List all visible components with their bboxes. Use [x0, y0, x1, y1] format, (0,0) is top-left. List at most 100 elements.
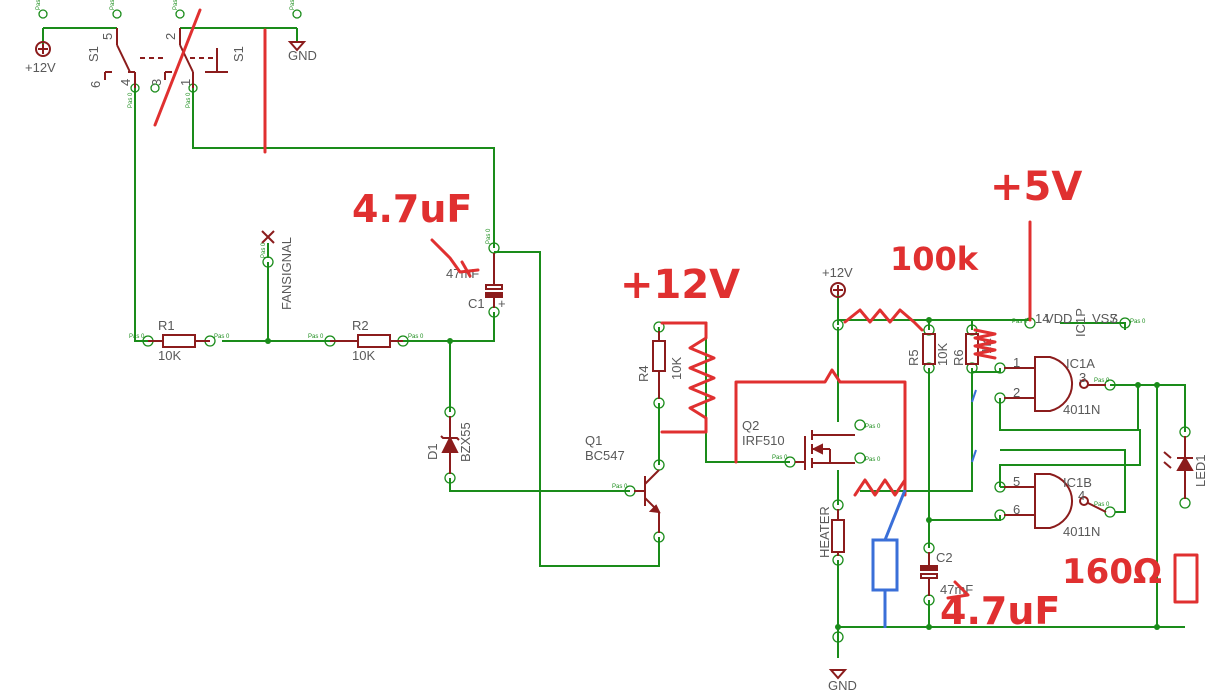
- pad-label: Pas 0: [290, 0, 296, 10]
- ic1a-pin-2: 2: [1013, 385, 1020, 400]
- ic1p-vss: VSS: [1092, 311, 1118, 326]
- ic1p-pin-14: 14: [1035, 311, 1049, 326]
- ic1b-value: 4011N: [1063, 524, 1100, 539]
- ic1p-vdd: VDD: [1045, 311, 1072, 326]
- resistor-r1-value: 10K: [158, 348, 181, 363]
- ground-top-icon: [287, 41, 307, 52]
- ic1p-name: IC1P: [1073, 308, 1088, 337]
- switch-pin-numbers: 6 5 4 3 2 1: [88, 33, 193, 88]
- pad-label: Pas 0: [186, 92, 192, 108]
- capacitor-c1-value: 47mF: [446, 266, 479, 281]
- no-connect-icon: [261, 230, 275, 244]
- switch-s1b-icon: [164, 28, 228, 88]
- annotation-160: 160Ω: [1062, 552, 1162, 592]
- led-icon: [1163, 436, 1194, 499]
- annotation-5v: +5V: [990, 164, 1082, 210]
- pad-label: Pas 0: [865, 457, 881, 463]
- resistor-r4-icon: [652, 331, 666, 399]
- resistor-r4-value: 10K: [669, 357, 684, 380]
- heater-resistor-icon: [831, 509, 845, 556]
- pad-label: Pas 0: [308, 334, 324, 340]
- pad-label: Pas 0: [36, 0, 42, 10]
- mosfet-q2-name: Q2: [742, 418, 759, 433]
- fansignal-label: FANSIGNAL: [279, 237, 294, 310]
- pad-label: Pas 0: [173, 0, 179, 10]
- nand-gate-ic1b-icon: [1004, 473, 1107, 529]
- capacitor-c1-name: C1: [468, 296, 485, 311]
- mosfet-q2-icon: [795, 430, 855, 470]
- annotation-100k: 100k: [890, 240, 979, 278]
- ic1a-value: 4011N: [1063, 402, 1100, 417]
- pad-label: Pas 0: [612, 484, 628, 490]
- switch-s1b-label: S1: [231, 46, 246, 62]
- transistor-q1-value: BC547: [585, 448, 625, 463]
- annotation-cap-top: 4.7uF: [352, 187, 472, 231]
- junctions: [265, 317, 1160, 630]
- ic1b-pin-4: 4: [1078, 488, 1085, 503]
- pad-label: Pas 0: [408, 334, 424, 340]
- pad-label: Pas 0: [486, 228, 492, 244]
- switch-s1a-label: S1: [86, 46, 101, 62]
- pad-label: Pas 0: [1094, 378, 1110, 384]
- capacitor-c1-icon: [485, 253, 503, 308]
- annotation-cap-bottom: 4.7uF: [940, 589, 1060, 633]
- annotation-12v: +12V: [620, 262, 740, 308]
- capacitor-c2-icon: [920, 552, 938, 596]
- switch-pin-6: 6: [88, 81, 103, 88]
- resistor-r1-icon: [148, 334, 210, 348]
- ground-top-label: GND: [288, 48, 317, 63]
- transistor-q1-name: Q1: [585, 433, 602, 448]
- pad-label: Pas 0: [128, 92, 134, 108]
- ic1a-pin-3: 3: [1079, 370, 1086, 385]
- handwritten-blue-markup: [871, 389, 977, 628]
- pad-labels: Pas 0 Pas 0 Pas 0 Pas 0 Pas 0 Pas 0 Pas …: [36, 0, 1146, 508]
- resistor-r1-name: R1: [158, 318, 175, 333]
- pad-label: Pas 0: [261, 242, 267, 258]
- resistor-r6-name: R6: [951, 349, 966, 366]
- ic1a-name: IC1A: [1066, 356, 1095, 371]
- mosfet-q2-value: IRF510: [742, 433, 785, 448]
- pad-label: Pas 0: [110, 0, 116, 10]
- diode-d1-value: BZX55: [458, 422, 473, 462]
- ic1p-pin-7: 7: [1110, 311, 1117, 326]
- pad-label: Pas 0: [865, 424, 881, 430]
- pad-label: Pas 0: [1012, 319, 1028, 325]
- led-label: LED1: [1193, 454, 1208, 487]
- diode-d1-name: D1: [425, 443, 440, 460]
- resistor-r2-icon: [330, 334, 403, 348]
- ic1b-pin-5: 5: [1013, 474, 1020, 489]
- heater-label: HEATER: [817, 506, 832, 558]
- pad-label: Pas 0: [772, 455, 788, 461]
- pad-label: Pas 0: [1094, 502, 1110, 508]
- resistor-r5-name: R5: [906, 349, 921, 366]
- supply-12v-top-label: +12V: [25, 60, 56, 75]
- pad-label: Pas 0: [1130, 319, 1146, 325]
- pads: [38, 9, 1191, 643]
- switch-pin-5: 5: [100, 33, 115, 40]
- supply-12v-mid-label: +12V: [822, 265, 853, 280]
- resistor-r2-name: R2: [352, 318, 369, 333]
- switch-pin-1: 1: [178, 79, 193, 86]
- pad-label: Pas 0: [214, 334, 230, 340]
- supply-12v-mid-icon: [830, 282, 846, 298]
- resistor-r2-value: 10K: [352, 348, 375, 363]
- pad-label: Pas 0: [129, 334, 145, 340]
- ic1b-name: IC1B: [1063, 475, 1092, 490]
- switch-pin-2: 2: [163, 33, 178, 40]
- resistor-r4-name: R4: [636, 365, 651, 382]
- switch-pin-3: 3: [149, 79, 164, 86]
- capacitor-c2-name: C2: [936, 550, 953, 565]
- switch-pin-4: 4: [118, 79, 133, 86]
- resistor-r5-icon: [922, 333, 936, 365]
- ground-bottom-label: GND: [828, 678, 857, 693]
- zener-diode-d1-icon: [440, 416, 460, 474]
- ic1a-pin-1: 1: [1013, 355, 1020, 370]
- handwritten-markup: [153, 8, 1199, 604]
- switch-s1a-icon: [104, 28, 165, 88]
- resistor-r5-value: 10K: [935, 343, 950, 366]
- nand-gate-ic1a-icon: [1004, 356, 1106, 412]
- supply-12v-top-icon: [35, 41, 51, 57]
- ic1b-pin-6: 6: [1013, 502, 1020, 517]
- ground-bottom-icon: [828, 669, 848, 680]
